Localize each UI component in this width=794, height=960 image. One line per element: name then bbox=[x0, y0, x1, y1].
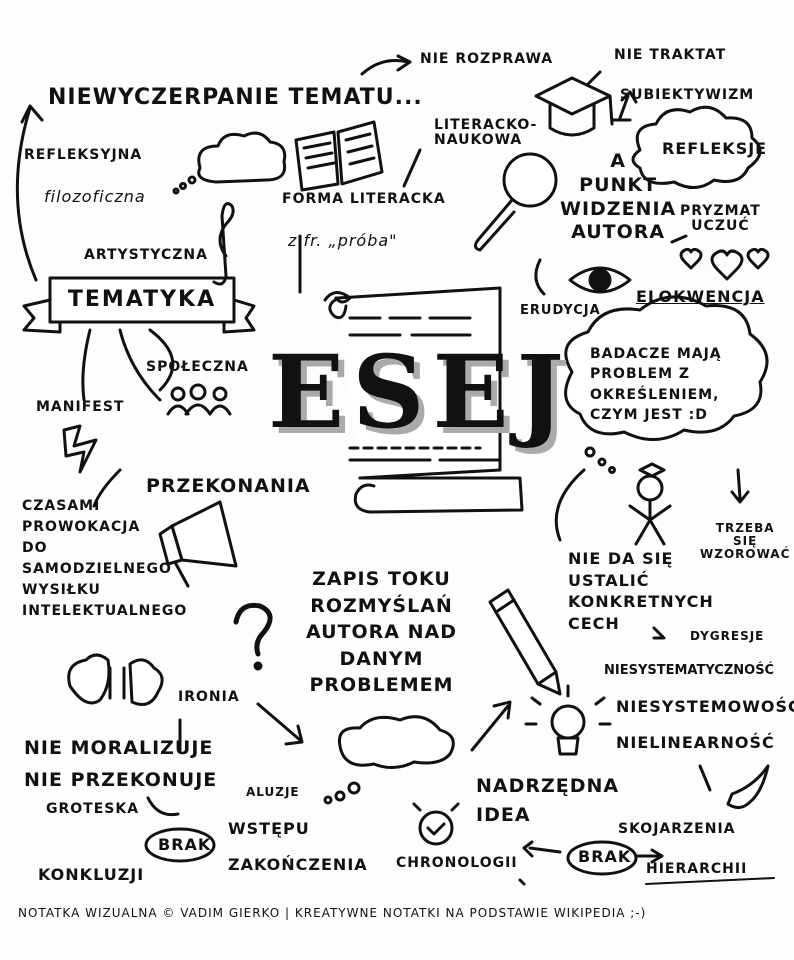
label-przekonania: PRZEKONANIA bbox=[146, 475, 311, 497]
label-konkluzji: KONKLUZJI bbox=[38, 865, 145, 884]
label-erudycja: ERUDYCJA bbox=[520, 303, 601, 318]
lightning-icon bbox=[62, 424, 98, 474]
label-forma-literacka: FORMA LITERACKA bbox=[282, 191, 446, 207]
scroll-icon bbox=[323, 286, 524, 514]
question-mark-icon bbox=[233, 602, 273, 657]
label-badacze: BADACZE MAJĄ PROBLEM Z OKREŚLENIEM, CZYM… bbox=[590, 346, 722, 423]
heart-icon bbox=[679, 247, 770, 281]
label-nie-przekonuje: NIE PRZEKONUJE bbox=[24, 769, 218, 791]
lightbulb-icon bbox=[524, 684, 612, 756]
label-literacko-naukowa: LITERACKO- NAUKOWA bbox=[434, 117, 538, 149]
label-manifest: MANIFEST bbox=[36, 399, 125, 415]
cloud-icon bbox=[631, 105, 762, 189]
label-nie-traktat: NIE TRAKTAT bbox=[614, 47, 727, 63]
alarm-clock-icon bbox=[412, 802, 460, 846]
label-skojarzenia: SKOJARZENIA bbox=[618, 821, 736, 837]
graduation-cap-icon bbox=[534, 76, 614, 137]
label-nielinearnosc: NIELINEARNOŚĆ bbox=[616, 733, 775, 752]
cloud-icon bbox=[337, 715, 455, 769]
label-hierarchii: HIERARCHII bbox=[646, 861, 748, 877]
wing-icon bbox=[726, 764, 770, 809]
label-spoleczna: SPOŁECZNA bbox=[146, 359, 249, 375]
label-tematyka: TEMATYKA bbox=[67, 287, 217, 312]
label-z-fr-proba: z fr. „próba" bbox=[288, 231, 398, 250]
pencil-icon bbox=[488, 588, 562, 696]
label-ironia: IRONIA bbox=[178, 689, 240, 705]
label-zakonczenia: ZAKOŃCZENIA bbox=[228, 855, 368, 874]
label-refleksyjna: REFLEKSYJNA bbox=[24, 147, 143, 163]
cloud-icon bbox=[197, 131, 287, 184]
eye-icon bbox=[568, 266, 632, 294]
arrow bbox=[15, 106, 38, 282]
heading-niewyczerpanie: NIEWYCZERPANIE TEMATU... bbox=[48, 85, 423, 110]
label-niesystematycznosc: NIESYSTEMATYCZNOŚĆ bbox=[604, 663, 775, 678]
cloud-icon bbox=[564, 295, 769, 442]
page-title: ESEJ bbox=[268, 333, 572, 451]
label-brak-2: BRAK bbox=[578, 847, 632, 866]
thinking-person-icon bbox=[628, 462, 672, 546]
label-aluzje: ALUZJE bbox=[246, 785, 300, 799]
label-punkt-widzenia: A PUNKT WIDZENIA AUTORA bbox=[560, 150, 677, 244]
label-zapis-toku: ZAPIS TOKU ROZMYŚLAŃ AUTORA NAD DANYM PR… bbox=[306, 568, 457, 697]
label-refleksje: REFLEKSJE bbox=[662, 139, 768, 158]
brain-icon bbox=[67, 653, 164, 706]
label-nie-moralizuje: NIE MORALIZUJE bbox=[24, 737, 214, 759]
label-filozoficzna: filozoficzna bbox=[44, 187, 146, 206]
label-artystyczna: ARTYSTYCZNA bbox=[84, 247, 208, 263]
label-nadrzedna-idea: NADRZĘDNA IDEA bbox=[476, 775, 620, 826]
label-niesystemowosc: NIESYSTEMOWOŚĆ bbox=[616, 697, 794, 716]
label-pryzmat-uczuc: PRYZMAT UCZUĆ bbox=[680, 203, 761, 235]
treble-clef-icon bbox=[212, 202, 235, 286]
label-nie-da-sie: NIE DA SIĘ USTALIĆ KONKRETNYCH CECH bbox=[568, 549, 714, 633]
label-prowokacja: CZASAMI PROWOKACJA DO SAMODZIELNEGO WYSI… bbox=[22, 498, 188, 619]
label-brak: BRAK bbox=[158, 835, 212, 854]
label-dygresje: DYGRESJE bbox=[690, 629, 765, 643]
label-subiektywizm: SUBIEKTYWIZM bbox=[620, 87, 755, 103]
footer-credit: NOTATKA WIZUALNA © VADIM GIERKO | KREATY… bbox=[18, 906, 647, 920]
people-icon bbox=[166, 383, 232, 416]
open-book-icon bbox=[294, 120, 384, 192]
label-wstepu: WSTĘPU bbox=[228, 819, 310, 838]
label-elokwencja: ELOKWENCJA bbox=[636, 287, 765, 306]
banner-icon bbox=[22, 276, 256, 334]
label-nie-rozprawa: NIE ROZPRAWA bbox=[420, 51, 554, 67]
label-groteska: GROTESKA bbox=[46, 801, 140, 817]
magnifier-icon bbox=[473, 152, 558, 252]
label-trzeba-sie-wzorowac: TRZEBA SIĘ WZOROWAĆ bbox=[700, 521, 791, 562]
megaphone-icon bbox=[158, 500, 238, 588]
label-chronologii: CHRONOLOGII bbox=[396, 855, 518, 871]
